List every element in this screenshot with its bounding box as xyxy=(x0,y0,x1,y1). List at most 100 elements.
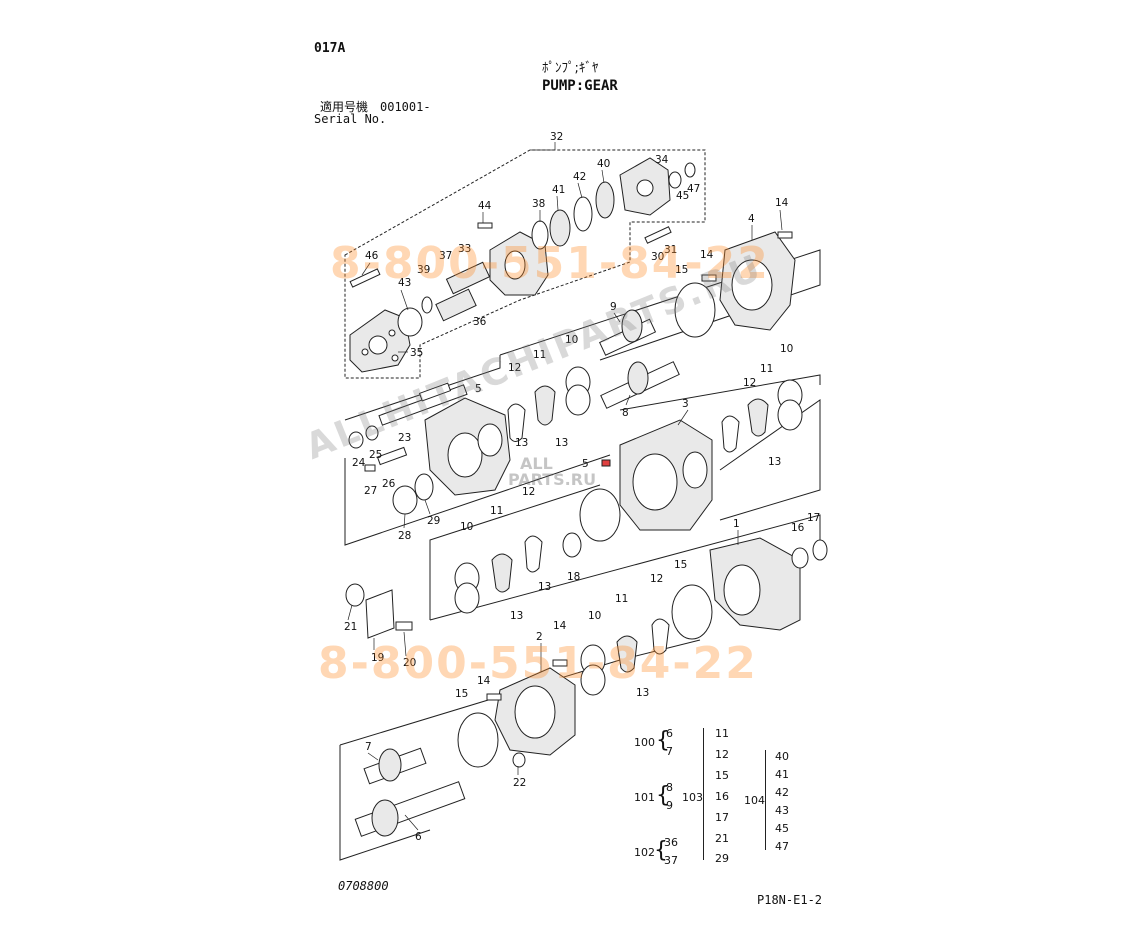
section-frame-6 xyxy=(719,399,821,521)
callout-11-d: 11 xyxy=(615,593,628,605)
callout-14-a: 14 xyxy=(775,197,789,209)
callout-19: 19 xyxy=(371,652,384,664)
pilot-pump-cover-part xyxy=(619,157,671,216)
side-plate-set-b xyxy=(721,379,803,453)
callout-29: 29 xyxy=(427,515,440,527)
gear-6-part xyxy=(354,781,466,837)
callout-15-b: 15 xyxy=(674,559,687,571)
side-plate-set-c xyxy=(454,535,543,614)
rear-housing-part-2 xyxy=(494,667,576,756)
callout-24: 24 xyxy=(352,457,366,469)
callout-25: 25 xyxy=(369,449,382,461)
callout-1: 1 xyxy=(733,518,740,530)
title-english: PUMP:GEAR xyxy=(542,78,618,94)
middle-housing-part-5 xyxy=(424,397,511,496)
callout-5-a: 5 xyxy=(475,383,482,395)
callout-17: 17 xyxy=(807,512,820,524)
callout-23: 23 xyxy=(398,432,411,444)
callout-3: 3 xyxy=(682,398,689,410)
page-reference: P18N-E1-2 xyxy=(757,893,823,907)
callout-10-c: 10 xyxy=(460,521,473,533)
callout-30: 30 xyxy=(651,251,664,263)
callout-13-a: 13 xyxy=(515,437,528,449)
gasket-15-front-part xyxy=(671,584,713,640)
callout-6: 6 xyxy=(415,831,422,843)
callout-33: 33 xyxy=(458,243,471,255)
callout-36: 36 xyxy=(473,316,487,328)
callout-15-a: 15 xyxy=(675,264,688,276)
callout-28: 28 xyxy=(398,530,411,542)
callout-14-d: 14 xyxy=(477,675,491,687)
callout-44: 44 xyxy=(478,200,492,212)
callout-10-b: 10 xyxy=(780,343,793,355)
callout-38: 38 xyxy=(532,198,545,210)
small-gear-36-part xyxy=(435,288,477,322)
main-housing-part-3 xyxy=(619,419,713,531)
callout-11-b: 11 xyxy=(760,363,773,375)
callout-35: 35 xyxy=(410,347,423,359)
callout-32: 32 xyxy=(550,131,563,143)
callout-12-d: 12 xyxy=(650,573,663,585)
callout-12-b: 12 xyxy=(743,377,756,389)
callout-7: 7 xyxy=(365,741,372,753)
section-frame-5 xyxy=(619,374,821,411)
front-cover-part xyxy=(349,309,411,373)
callout-13-c: 13 xyxy=(768,456,781,468)
callout-15-c: 15 xyxy=(455,688,468,700)
rear-cover-part-4 xyxy=(719,231,796,331)
callout-21: 21 xyxy=(344,621,357,633)
bearing-18-part xyxy=(562,532,582,558)
callout-13-b: 13 xyxy=(555,437,568,449)
callout-2: 2 xyxy=(536,631,543,643)
serial-value: 001001- xyxy=(380,100,431,114)
front-housing-part-1 xyxy=(709,537,801,631)
callout-13-d: 13 xyxy=(538,581,551,593)
serial-label-japanese: 適用号機 xyxy=(320,100,369,114)
section-frame-2 xyxy=(344,454,611,546)
page-code: 017A xyxy=(314,41,346,56)
plate-19-part xyxy=(365,589,395,639)
section-frame-4 xyxy=(429,484,601,620)
callout-27: 27 xyxy=(364,485,377,497)
callout-10-a: 10 xyxy=(565,334,578,346)
callout-26: 26 xyxy=(382,478,396,490)
callout-8: 8 xyxy=(622,407,629,419)
callout-37: 37 xyxy=(439,250,452,262)
callout-40: 40 xyxy=(597,158,610,170)
shaft-23-part xyxy=(378,384,468,426)
section-frame-8 xyxy=(339,745,431,861)
side-plate-set-d xyxy=(580,618,670,696)
callout-22: 22 xyxy=(513,777,526,789)
callout-11-a: 11 xyxy=(533,349,546,361)
callout-13-e: 13 xyxy=(510,610,523,622)
serial-label-english: Serial No. xyxy=(314,112,387,126)
callout-12-a: 12 xyxy=(508,362,521,374)
callout-43: 43 xyxy=(398,277,411,289)
callout-41: 41 xyxy=(552,184,565,196)
callout-39: 39 xyxy=(417,264,430,276)
callout-14-c: 14 xyxy=(553,620,567,632)
callout-42: 42 xyxy=(573,171,586,183)
callout-47: 47 xyxy=(687,183,700,195)
drive-gear-9-part xyxy=(599,309,657,356)
callout-11-c: 11 xyxy=(490,505,503,517)
callout-20: 20 xyxy=(403,657,416,669)
callout-45: 45 xyxy=(676,190,689,202)
section-frame-3 xyxy=(344,355,501,421)
gasket-15-rear-part xyxy=(457,712,499,768)
title-japanese: ﾎﾟﾝﾌﾟ;ｷﾞﾔ xyxy=(542,61,599,76)
callout-10-d: 10 xyxy=(588,610,601,622)
callout-16: 16 xyxy=(791,522,805,534)
driven-gear-8-part xyxy=(600,361,680,409)
callout-12-c: 12 xyxy=(522,486,535,498)
small-gear-37-part xyxy=(445,261,491,295)
side-plate-set-a xyxy=(507,366,591,442)
callout-5-b: 5 xyxy=(582,458,589,470)
document-number: 0708800 xyxy=(338,879,389,893)
callout-4: 4 xyxy=(748,213,755,225)
callout-14-b: 14 xyxy=(700,249,714,261)
callout-31: 31 xyxy=(664,244,677,256)
callout-46: 46 xyxy=(365,250,379,262)
callout-34: 34 xyxy=(655,154,669,166)
